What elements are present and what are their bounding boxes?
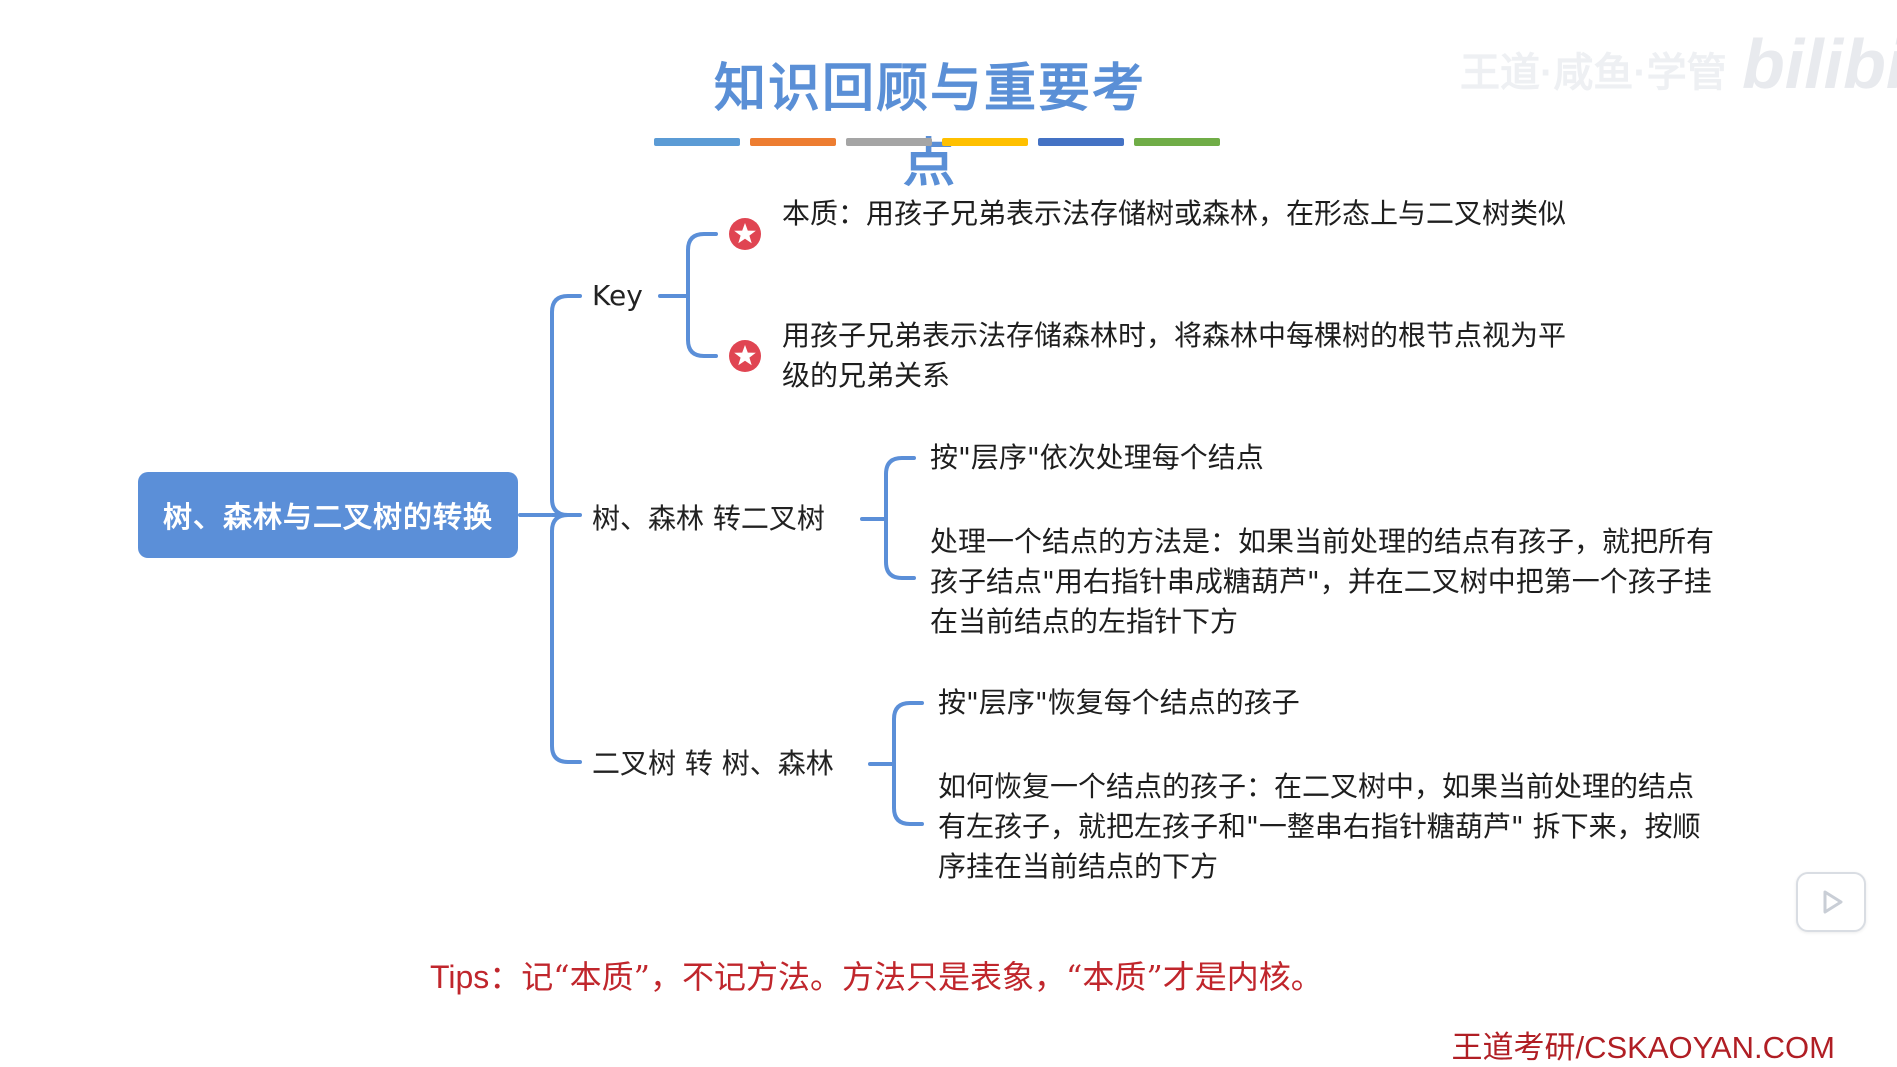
branch-label-key: Key [592,279,643,312]
connector-trunk-top [550,294,582,517]
star-icon [729,218,761,250]
tips-text: 记“本质”，不记方法。方法只是表象，“本质”才是内核。 [521,958,1323,996]
watermark-text: 王道·咸鱼·学管 [1460,51,1727,95]
branch-label-from-binary: 二叉树 转 树、森林 [592,747,834,780]
connector-key-fork [686,232,718,358]
color-stripe-6 [1134,138,1220,146]
bilibili-logo: bilibili [1742,25,1897,103]
root-node: 树、森林与二叉树的转换 [138,472,518,558]
to-binary-item-method: 处理一个结点的方法是：如果当前处理的结点有孩子，就把所有孩子结点"用右指针串成糖… [930,525,1715,638]
key-item-essence: 本质：用孩子兄弟表示法存储树或森林，在形态上与二叉树类似 [782,197,1567,230]
color-stripe-1 [654,138,740,146]
color-stripe-2 [750,138,836,146]
root-node-label: 树、森林与二叉树的转换 [162,500,493,534]
connector-from-binary-fork [892,701,924,826]
play-button[interactable] [1796,872,1866,932]
color-stripe-divider [654,138,1220,146]
tips-prefix: Tips： [430,959,522,995]
star-icon [729,340,761,372]
branch-label-to-binary: 树、森林 转二叉树 [592,502,825,535]
color-stripe-5 [1038,138,1124,146]
brand-footer: 王道考研/CSKAOYAN.COM [1451,1030,1835,1065]
tips-line: Tips：记“本质”，不记方法。方法只是表象，“本质”才是内核。 [430,952,1323,998]
play-icon [1823,890,1843,914]
connector-trunk-bottom [550,513,582,764]
key-item-forest-roots: 用孩子兄弟表示法存储森林时，将森林中每棵树的根节点视为平级的兄弟关系 [782,319,1567,392]
connector-to-binary-fork [884,456,916,580]
to-binary-item-order: 按"层序"依次处理每个结点 [930,441,1264,474]
color-stripe-3 [846,138,932,146]
from-binary-item-method: 如何恢复一个结点的孩子：在二叉树中，如果当前处理的结点有左孩子，就把左孩子和"一… [938,770,1701,883]
color-stripe-4 [942,138,1028,146]
from-binary-item-order: 按"层序"恢复每个结点的孩子 [938,686,1300,719]
